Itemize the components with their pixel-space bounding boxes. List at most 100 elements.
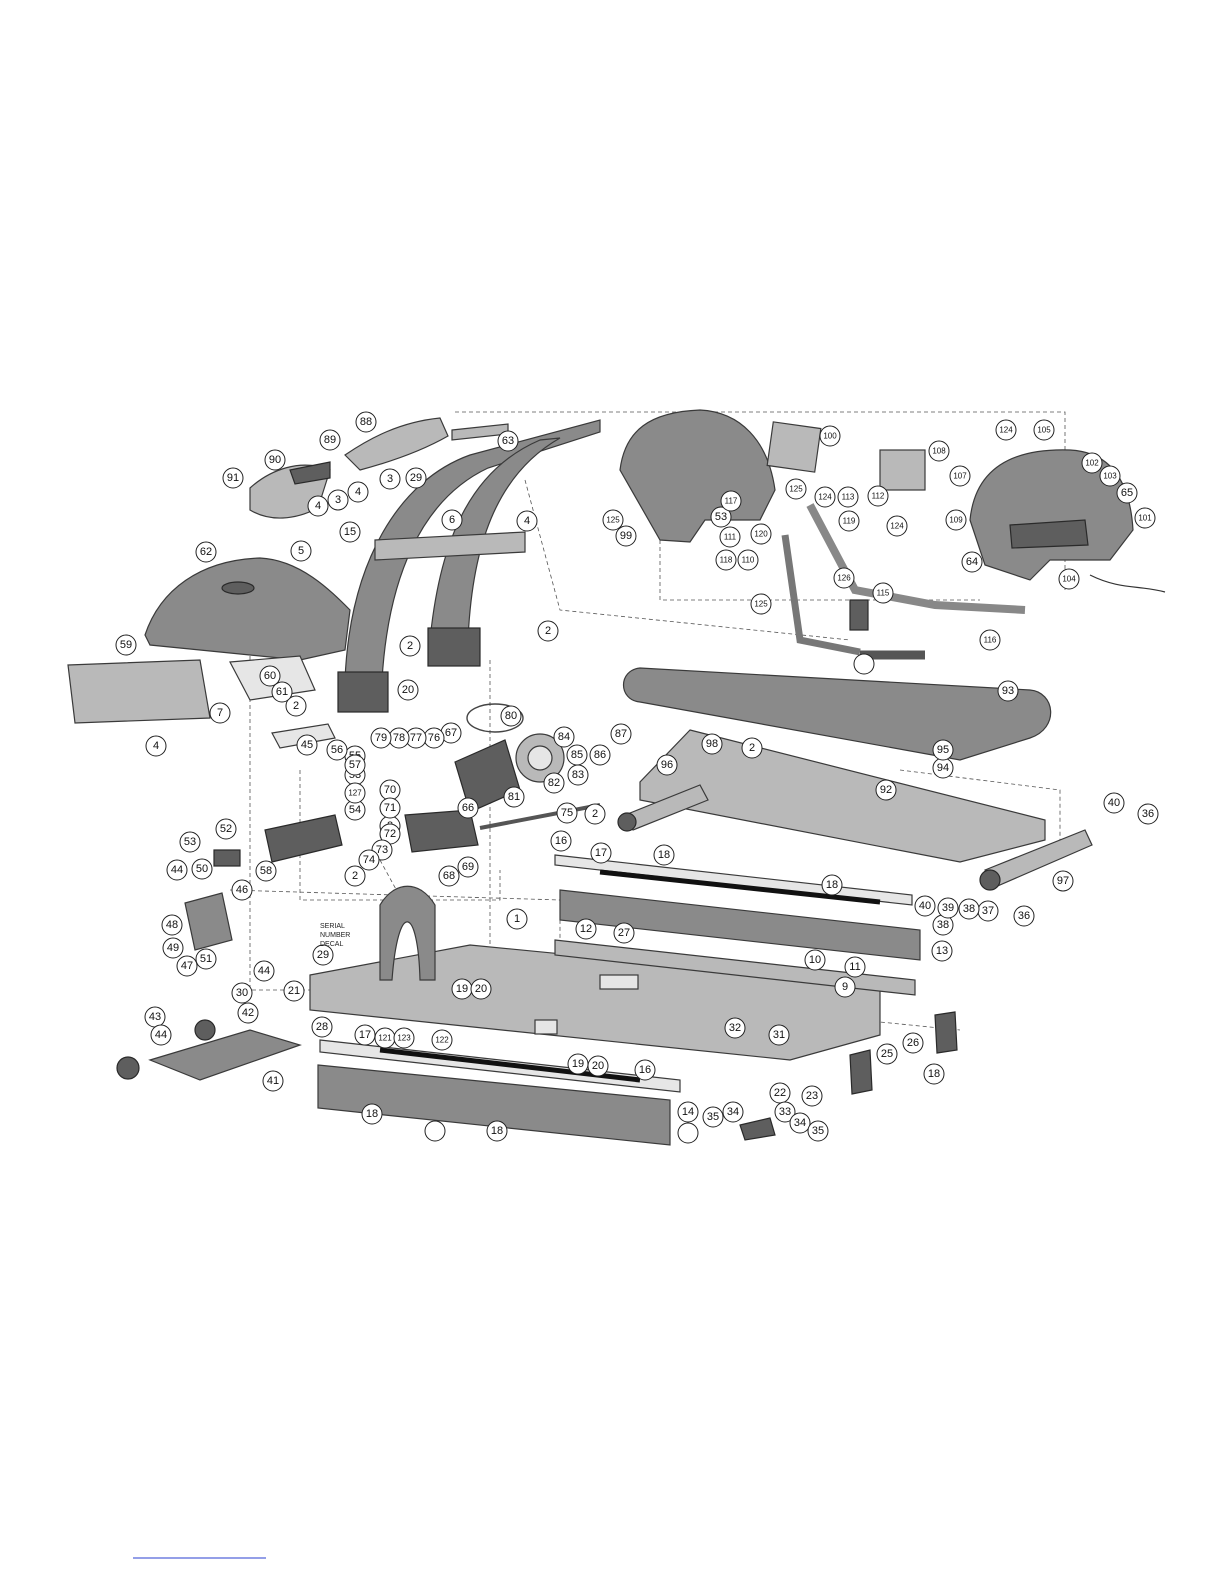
callout-label: 78: [393, 732, 405, 744]
callout-label: 13: [936, 945, 948, 957]
callout-40: 40: [914, 895, 936, 917]
callout-121: 121: [374, 1027, 396, 1049]
callout-circle: [1033, 419, 1055, 441]
callout-80: 80: [500, 705, 522, 727]
callout-18: 18: [821, 874, 843, 896]
callout-label: 10: [809, 954, 821, 966]
callout-100: 100: [819, 425, 841, 447]
callout-18: 18: [653, 844, 675, 866]
callout-28: 28: [311, 1016, 333, 1038]
serial-number-decal: SERIAL NUMBER DECAL: [320, 923, 350, 948]
callout-label: 7: [217, 707, 223, 719]
callout-96: 96: [656, 754, 678, 776]
callout-label: 2: [407, 640, 413, 652]
callout-circle: [768, 1024, 790, 1046]
callout-123: 123: [393, 1027, 415, 1049]
callout-circle: [931, 940, 953, 962]
callout-label: 115: [877, 589, 890, 598]
callout-label: 124: [890, 522, 904, 531]
callout-label: 104: [1062, 575, 1076, 584]
callout-label: 38: [937, 919, 949, 931]
callout-circle: [1134, 507, 1156, 529]
callout-circle: [397, 679, 419, 701]
callout-label: 124: [818, 493, 832, 502]
callout-circle: [875, 779, 897, 801]
callout-label: 67: [445, 727, 457, 739]
motor-bracket: [404, 809, 479, 853]
callout-44: 44: [253, 960, 275, 982]
callout-label: 113: [842, 493, 855, 502]
callout-circle: [1081, 452, 1103, 474]
callout-circle: [1013, 905, 1035, 927]
callout-circle: [710, 506, 732, 528]
callout-45: 45: [296, 734, 318, 756]
callout-119: 119: [838, 510, 860, 532]
callout-label: 99: [620, 530, 632, 542]
callout-118: 118: [715, 549, 737, 571]
callout-label: 110: [742, 556, 755, 565]
callout-circle: [844, 956, 866, 978]
blank-callout: [677, 1122, 699, 1144]
callout-label: 42: [242, 1007, 254, 1019]
callout-label: 117: [725, 497, 738, 506]
callout-label: 4: [524, 515, 530, 527]
callout-65: 65: [1116, 482, 1138, 504]
callout-circle: [1116, 482, 1138, 504]
callout-109: 109: [945, 509, 967, 531]
callout-circle: [602, 509, 624, 531]
callout-label: 28: [316, 1021, 328, 1033]
callout-circle: [506, 908, 528, 930]
callout-18: 18: [361, 1103, 383, 1125]
callout-label: 44: [155, 1029, 167, 1041]
callout-43: 43: [144, 1006, 166, 1028]
callout-circle: [326, 739, 348, 761]
callout-4: 4: [516, 510, 538, 532]
callout-circle: [575, 918, 597, 940]
callout-label: 97: [1057, 875, 1069, 887]
callout-124: 124: [995, 419, 1017, 441]
callout-1: 1: [506, 908, 528, 930]
callout-circle: [399, 635, 421, 657]
callout-label: 100: [823, 432, 837, 441]
callout-circle: [615, 525, 637, 547]
callout-label: 119: [843, 517, 856, 526]
callout-2: 2: [344, 865, 366, 887]
callout-label: 14: [682, 1106, 694, 1118]
callout-label: 95: [937, 744, 949, 756]
callout-label: 75: [561, 807, 573, 819]
callout-72: 72: [379, 823, 401, 845]
callout-circle: [1103, 792, 1125, 814]
callout-circle: [339, 521, 361, 543]
callout-51: 51: [195, 948, 217, 970]
rear-roller: [979, 829, 1093, 891]
callout-label: 4: [153, 740, 159, 752]
callout-label: 22: [774, 1087, 786, 1099]
callout-label: 66: [462, 802, 474, 814]
callout-label: 59: [120, 639, 132, 651]
callout-circle: [949, 465, 971, 487]
callout-circle: [886, 515, 908, 537]
callout-4: 4: [307, 495, 329, 517]
callout-label: 121: [378, 1034, 392, 1043]
callout-circle: [1099, 465, 1121, 487]
callout-circle: [1058, 568, 1080, 590]
callout-44: 44: [150, 1024, 172, 1046]
callout-label: 80: [505, 710, 517, 722]
callout-79: 79: [370, 727, 392, 749]
callout-circle: [161, 914, 183, 936]
callout-30: 30: [231, 982, 253, 1004]
callout-label: 18: [928, 1068, 940, 1080]
callout-20: 20: [397, 679, 419, 701]
callout-circle: [923, 1063, 945, 1085]
callout-66: 66: [457, 797, 479, 819]
callout-91: 91: [222, 467, 244, 489]
callout-124: 124: [814, 486, 836, 508]
callout-circle: [379, 468, 401, 490]
callout-label: 116: [984, 636, 997, 645]
callout-label: 73: [376, 844, 388, 856]
callout-20: 20: [470, 978, 492, 1000]
callout-113: 113: [837, 486, 859, 508]
callout-circle: [195, 541, 217, 563]
callout-circle: [344, 865, 366, 887]
callout-circle: [584, 803, 606, 825]
